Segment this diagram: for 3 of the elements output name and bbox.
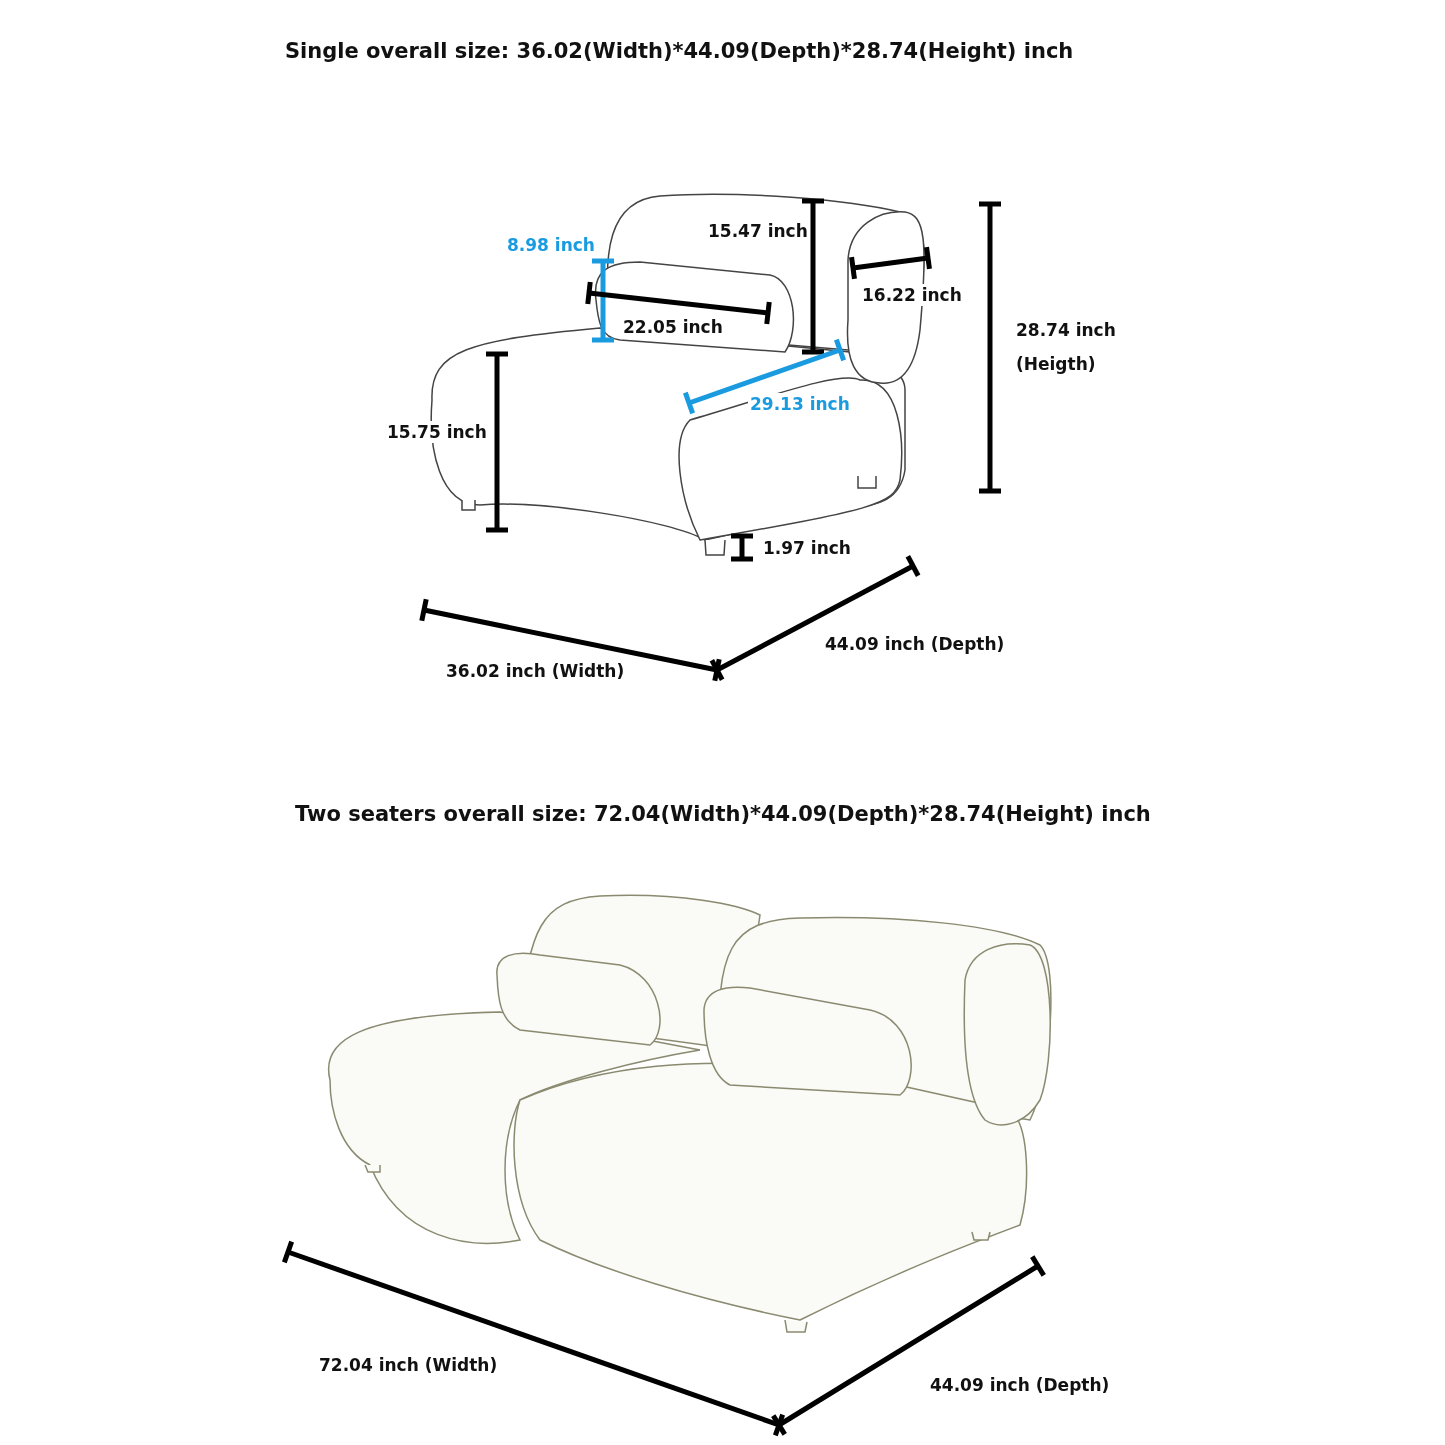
dimension-label: 15.75 inch <box>385 421 489 443</box>
dimension-label: 16.22 inch <box>860 284 964 306</box>
overall-size-heading: Two seaters overall size: 72.04(Width)*44.09(Depth)*28.74(Height) inch <box>293 803 1153 825</box>
